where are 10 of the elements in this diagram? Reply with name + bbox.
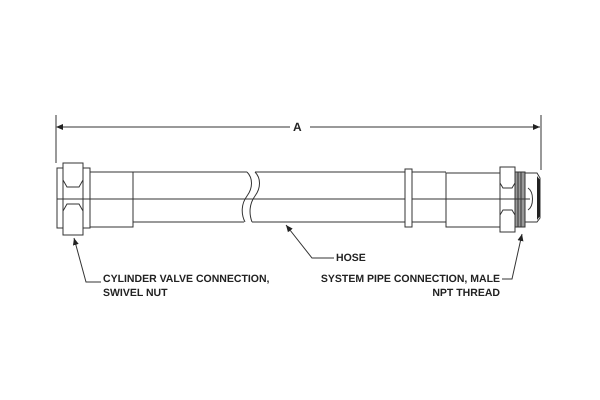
- dimension-label: A: [293, 120, 302, 134]
- male-fitting-drawing: [446, 166, 540, 232]
- callout-label: HOSE: [336, 251, 396, 265]
- callout-label: CYLINDER VALVE CONNECTION, SWIVEL NUT: [103, 272, 273, 300]
- leader-line: [72, 238, 102, 282]
- leader-line: [286, 224, 334, 258]
- hose-drawing: [132, 168, 446, 228]
- callout-label: SYSTEM PIPE CONNECTION, MALE NPT THREAD: [310, 272, 500, 300]
- leader-line: [502, 234, 524, 280]
- swivel-nut-drawing: [56, 162, 134, 236]
